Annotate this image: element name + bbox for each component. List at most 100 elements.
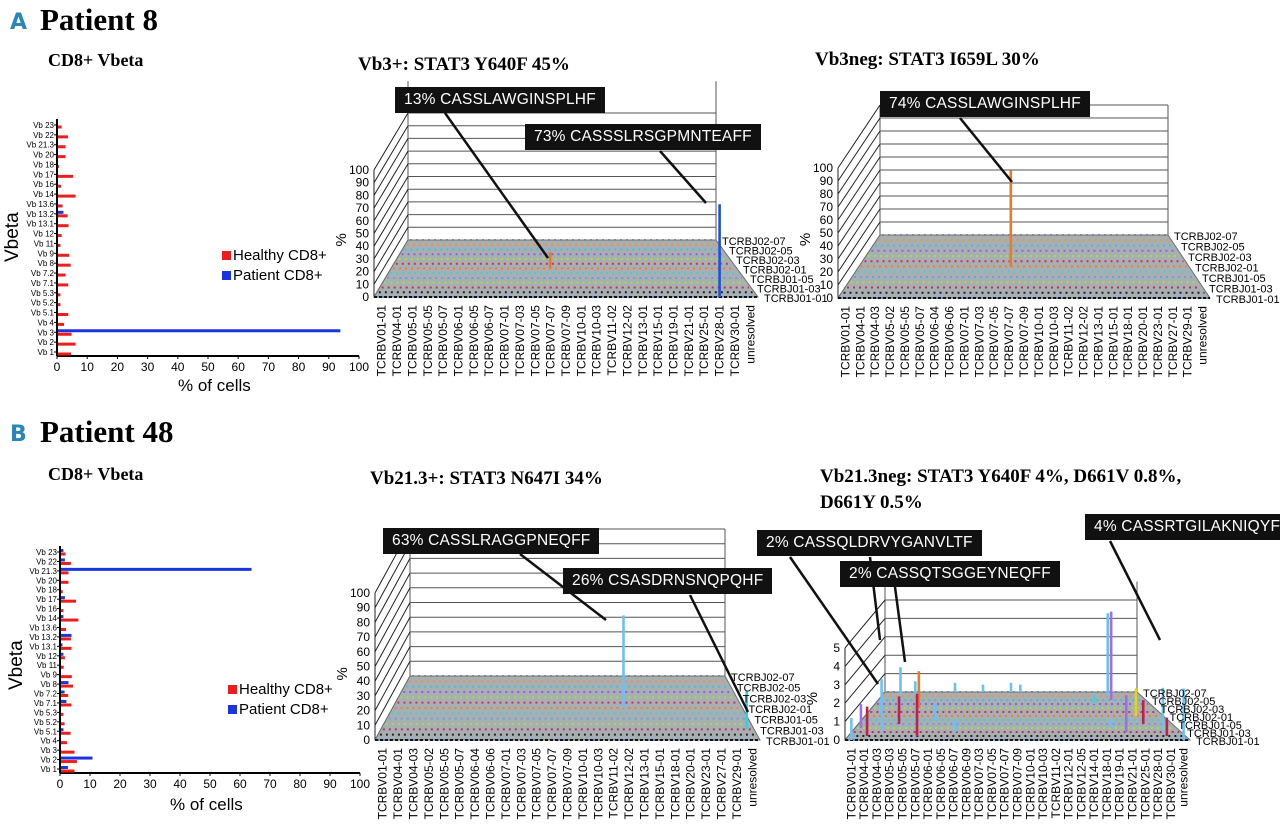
y-tick-label: Vb 1 (41, 765, 58, 774)
x-tick-label: TCRBV01-01 (375, 305, 389, 377)
x-axis-label-a: % of cells (178, 376, 251, 395)
panel-letter-a: A (10, 10, 28, 35)
y-tick-label: 90 (820, 174, 834, 188)
x-tick-label: TCRBV05-05 (898, 306, 912, 378)
bar-healthy (61, 637, 71, 641)
y-tick-label: Vb 20 (33, 151, 54, 160)
x-tick-label: TCRBV12-01 (1062, 748, 1076, 820)
y-tick-label: Vb 13.6 (29, 623, 57, 632)
gridline-slant (837, 104, 881, 169)
x-tick-label: 90 (323, 777, 337, 791)
x-tick-label: TCRBV07-03 (972, 748, 986, 820)
y-tick-label: Vb 16 (33, 180, 54, 189)
x-tick-label: TCRBV30-01 (1164, 748, 1178, 820)
x-tick-label: TCRBV25-01 (697, 305, 711, 377)
x-tick-label: 50 (201, 360, 215, 374)
subtitle-b: CD8+ Vbeta (48, 464, 144, 484)
gridline-slant (373, 188, 409, 247)
bar-healthy (58, 234, 62, 238)
x-tick-label: TCRBV07-09 (1017, 306, 1031, 378)
y-tick-label: Vb 5.1 (31, 309, 55, 318)
bar-healthy (61, 665, 64, 669)
x-tick-label: TCRBV13-01 (636, 305, 650, 377)
x-tick-label: TCRBV13-01 (638, 748, 652, 820)
x-tick-label: 10 (83, 777, 97, 791)
legend-healthy-a: Healthy CD8+ (222, 247, 327, 264)
x-tick-label: TCRBV04-03 (870, 748, 884, 820)
j-label: TCRBJ02-03 (743, 693, 807, 705)
bar-healthy (58, 155, 66, 159)
x-tick-label: unresolved (1196, 306, 1210, 365)
x-tick-label: TCRBV28-01 (713, 305, 727, 377)
bar-healthy (61, 590, 63, 594)
y-axis-label: % (334, 667, 351, 680)
gridline-slant (844, 654, 886, 704)
bar-healthy (61, 694, 69, 698)
x-tick-label: TCRBV04-01 (857, 748, 871, 820)
x-tick-label: 70 (263, 777, 277, 791)
gridline-slant (373, 150, 409, 209)
x-tick-label: TCRBV19-01 (1113, 748, 1127, 820)
x-tick-label: TCRBV12-02 (1077, 306, 1091, 378)
x-tick-label: TCRBV05-07 (913, 306, 927, 378)
y-tick-label: Vb 14 (36, 614, 57, 623)
y-axis-label-a: Vbeta (2, 212, 23, 262)
x-tick-label: TCRBV04-01 (391, 748, 405, 820)
x-tick-label: TCRBV18-01 (668, 748, 682, 820)
annotation-clone: 26% CSASDRNSNQPQHF (563, 568, 773, 594)
gridline-slant (374, 558, 411, 623)
y-tick-label: 20 (357, 704, 371, 718)
y-tick-label: Vb 3 (38, 328, 55, 337)
y-tick-label: 70 (820, 200, 834, 214)
y-axis-label-b: Vbeta (6, 640, 27, 690)
gridline-slant (374, 631, 411, 697)
annotation-clone: 4% CASSRTGILAKNIQYF (1085, 514, 1280, 540)
x-tick-label: TCRBV15-01 (653, 748, 667, 820)
bar-patient (61, 728, 64, 732)
x-tick-label: TCRBV05-07 (453, 748, 467, 820)
y-tick-label: Vb 7.1 (34, 699, 58, 708)
y-tick-label: Vb 23 (36, 548, 57, 557)
y-tick-label: Vb 18 (36, 586, 57, 595)
y-tick-label: Vb 16 (36, 605, 57, 614)
x-tick-label: 60 (233, 777, 247, 791)
bar-healthy (58, 342, 76, 346)
y-tick-label: 30 (356, 252, 370, 266)
x-tick-label: TCRBV06-05 (934, 748, 948, 820)
x-tick-label: TCRBV23-01 (699, 748, 713, 820)
y-tick-label: Vb 20 (36, 576, 57, 585)
bar-patient (58, 329, 341, 333)
j-label: TCRBJ01-01 (766, 736, 830, 748)
patient-title-b: Patient 48 (40, 414, 174, 449)
bar-healthy (61, 712, 64, 716)
x-tick-label: 30 (143, 777, 157, 791)
bar-healthy (61, 646, 72, 650)
bar-healthy (58, 145, 66, 149)
x-tick-label: TCRBV07-05 (528, 305, 542, 377)
y-tick-label: 5 (833, 641, 840, 655)
x-tick-label: TCRBV05-05 (421, 305, 435, 377)
y-tick-label: 10 (357, 718, 371, 732)
x-tick-label: TCRBV01-01 (844, 748, 858, 820)
legend-label: Patient CD8+ (239, 701, 329, 718)
x-tick-label: 20 (113, 777, 127, 791)
j-label: TCRBJ01-01 (1196, 736, 1260, 748)
bar-patient (61, 681, 69, 685)
bar-healthy (58, 194, 76, 198)
x-tick-label: TCRBV10-01 (1023, 748, 1037, 820)
j-label: TCRBJ01-01 (1216, 294, 1280, 306)
y-tick-label: Vb 21.3 (29, 567, 57, 576)
x-tick-label: TCRBV06-06 (943, 306, 957, 378)
j-label: TCRBJ02-05 (729, 246, 793, 258)
y-tick-label: Vb 5.3 (31, 289, 55, 298)
y-tick-label: 10 (356, 277, 370, 291)
x-tick-label: TCRBV04-03 (407, 748, 421, 820)
y-tick-label: Vb 5.2 (31, 299, 55, 308)
j-label: TCRBJ01-03 (1187, 728, 1251, 740)
x-tick-label: TCRBV21-01 (682, 305, 696, 377)
x-tick-label: 0 (54, 360, 61, 374)
annotation-clone: 74% CASSLAWGINSPLHF (880, 91, 1090, 117)
x-tick-label: 20 (111, 360, 125, 374)
y-tick-label: Vb 14 (33, 190, 54, 199)
x-tick-label: TCRBV11-02 (1049, 748, 1063, 819)
